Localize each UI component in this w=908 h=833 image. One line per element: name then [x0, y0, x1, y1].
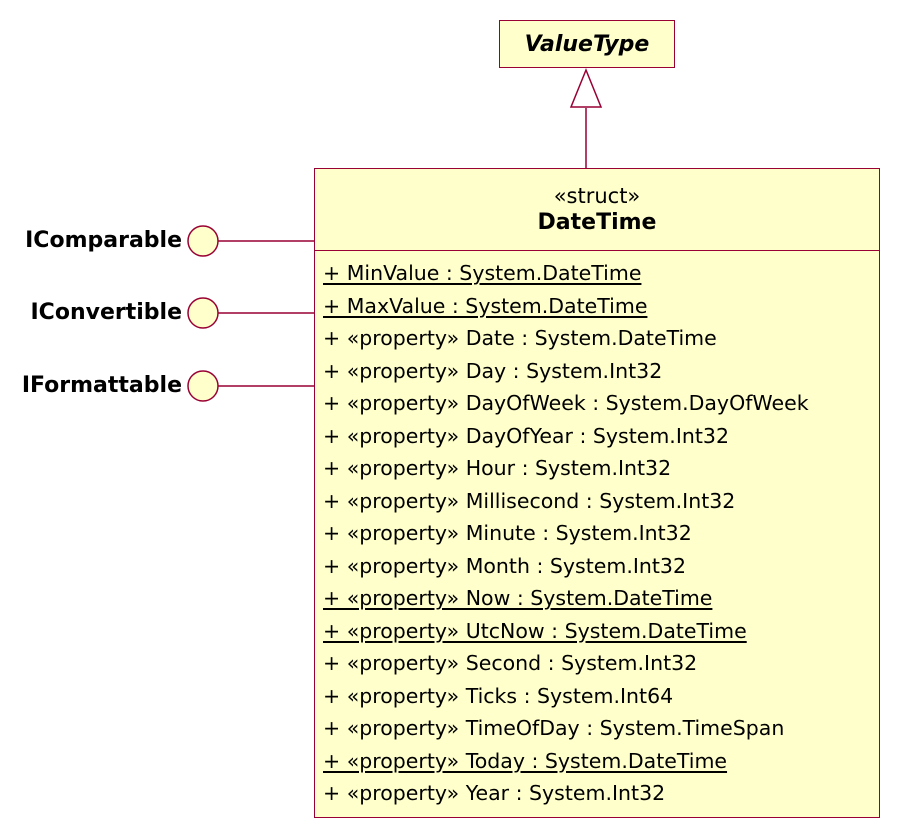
- interface-lollipop-iformattable: [187, 370, 316, 402]
- attribute-row: + «property» Minute : System.Int32: [323, 521, 692, 545]
- attribute-row: + «property» Date : System.DateTime: [323, 326, 717, 350]
- attribute-row: + «property» Ticks : System.Int64: [323, 683, 674, 708]
- attribute-row: + «property» Millisecond : System.Int32: [323, 488, 736, 513]
- attribute-row: + «property» Month : System.Int32: [323, 553, 687, 578]
- interface-lollipop-iconvertible: [187, 297, 316, 329]
- attribute-row: + MaxValue : System.DateTime: [323, 293, 648, 318]
- generalization-arrowhead-icon: [569, 68, 603, 108]
- interface-label-icomparable: IComparable: [25, 228, 182, 253]
- interface-lollipop-icomparable: [187, 225, 316, 257]
- attribute-row: + «property» Hour : System.Int32: [323, 456, 672, 480]
- attribute-row: + «property» DayOfWeek : System.DayOfWee…: [323, 391, 809, 415]
- attribute-row: + «property» TimeOfDay : System.TimeSpan: [323, 716, 785, 740]
- attribute-row: + «property» DayOfYear : System.Int32: [323, 423, 729, 448]
- class-stereotype: «struct»: [553, 183, 641, 208]
- class-header: «struct» DateTime: [315, 169, 879, 251]
- class-name: DateTime: [537, 209, 657, 235]
- attribute-row: + «property» Year : System.Int32: [323, 781, 666, 805]
- attribute-row: + «property» Today : System.DateTime: [323, 748, 728, 773]
- attribute-row: + MinValue : System.DateTime: [323, 261, 642, 285]
- interface-label-iformattable: IFormattable: [21, 373, 182, 398]
- attribute-row: + «property» Second : System.Int32: [323, 651, 698, 675]
- valuetype-class-name: ValueType: [524, 31, 650, 57]
- attribute-compartment: + MinValue : System.DateTime + MaxValue :…: [315, 251, 879, 810]
- attribute-row: + «property» Day : System.Int32: [323, 358, 663, 383]
- attribute-row: + «property» UtcNow : System.DateTime: [323, 618, 747, 643]
- interface-label-iconvertible: IConvertible: [30, 300, 183, 325]
- datetime-class-box[interactable]: «struct» DateTime + MinValue : System.Da…: [314, 168, 880, 818]
- valuetype-class-box[interactable]: ValueType: [499, 20, 675, 68]
- attribute-row: + «property» Now : System.DateTime: [323, 586, 713, 610]
